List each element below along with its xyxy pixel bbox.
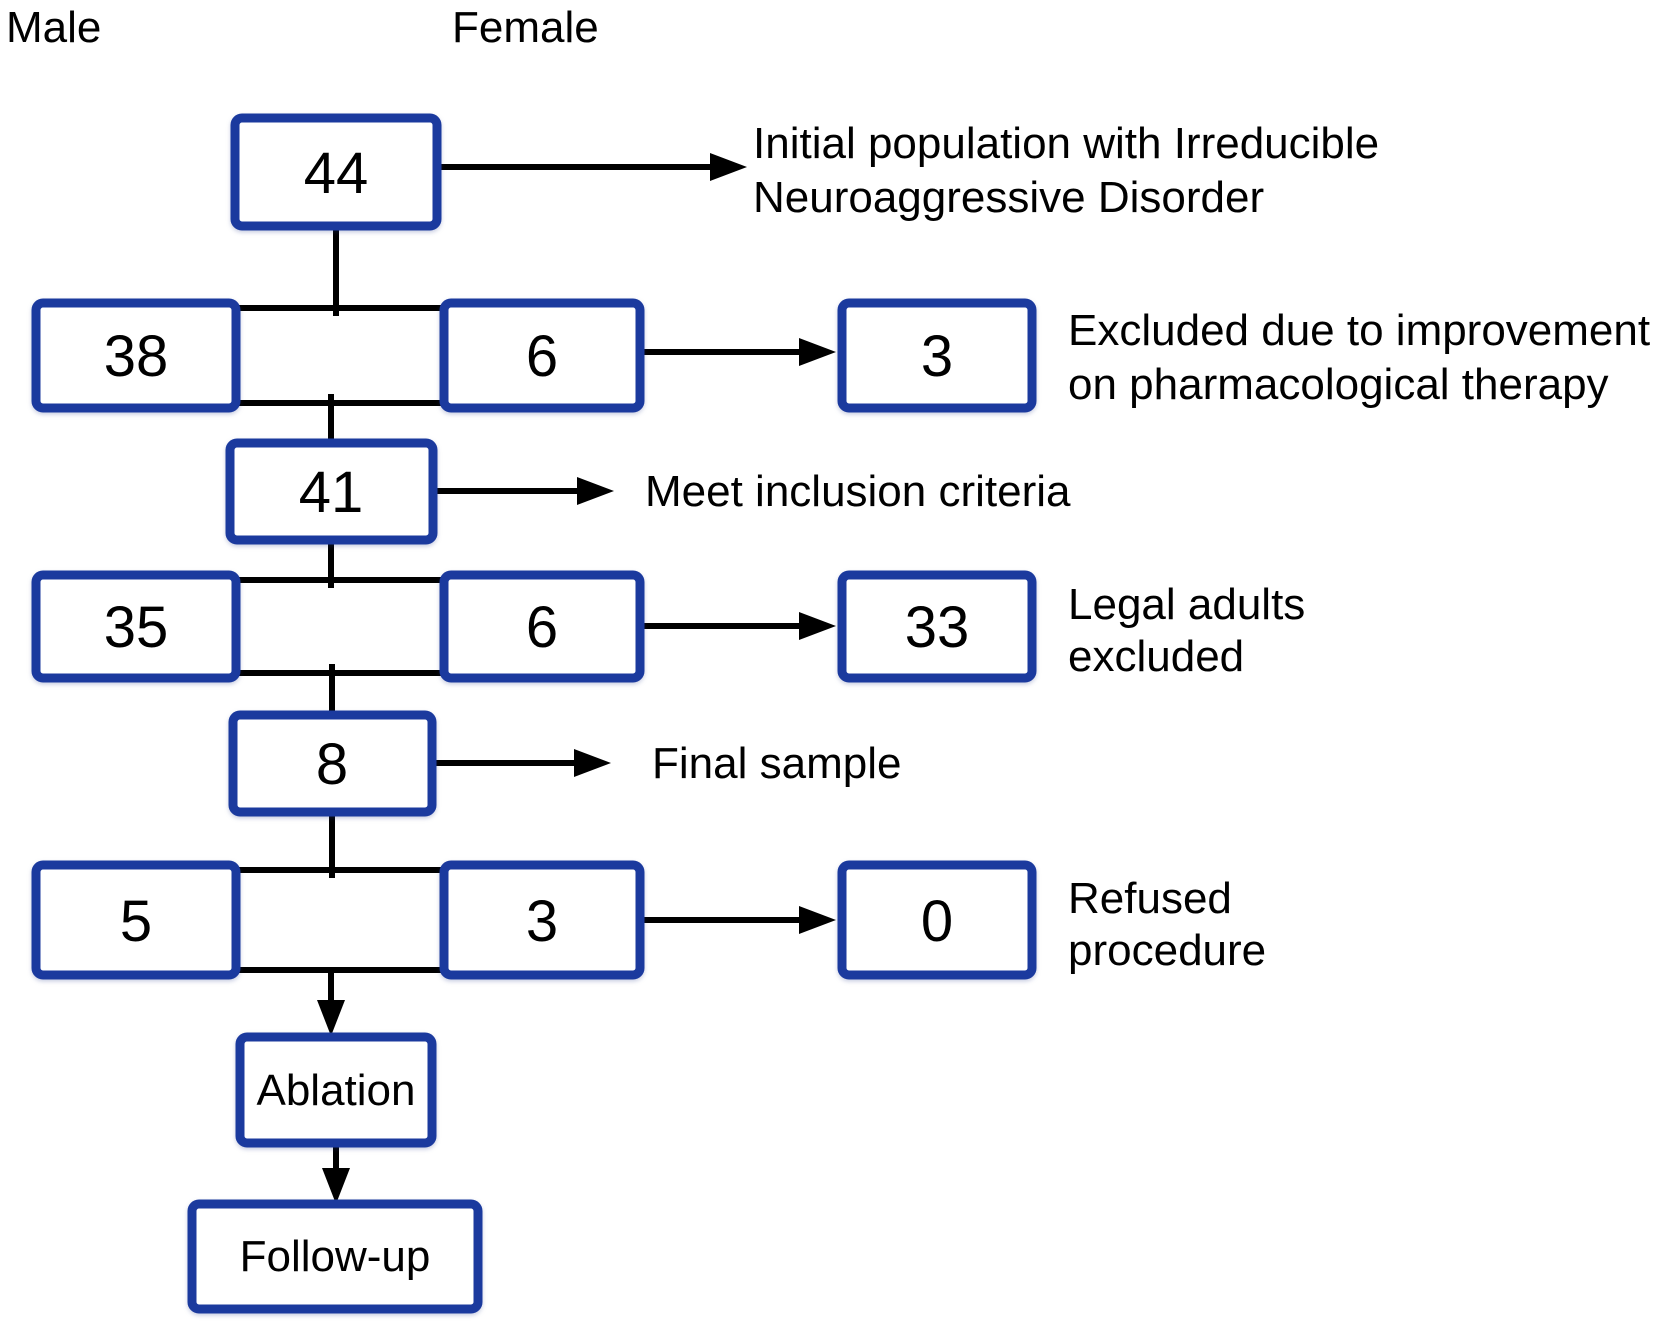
annotation-refused-procedure-line1: Refused <box>1068 874 1232 923</box>
annotation-refused-procedure: Refused procedure <box>1068 874 1266 975</box>
box-outline-follow-up <box>187 1199 483 1314</box>
flow-box-refused-count: 0 <box>837 860 1037 980</box>
annotation-final-sample-line1: Final sample <box>652 739 901 788</box>
box-outline-female-after-improvement <box>439 298 645 413</box>
flow-box-ablation: Ablation <box>235 1032 437 1148</box>
annotation-excluded-improvement: Excluded due to improvement on pharmacol… <box>1068 306 1650 409</box>
box-value-female-final: 3 <box>526 889 558 954</box>
box-outline-female-final <box>439 860 645 980</box>
box-value-female-legal-adults: 6 <box>526 595 558 660</box>
box-outline-male-legal-adults <box>31 570 241 683</box>
box-outline-meet-inclusion-total <box>225 438 438 545</box>
flow-box-initial-total: 44 <box>230 113 442 231</box>
arrowhead-excluded-improvement-icon <box>799 338 836 366</box>
box-value-final-sample-total: 8 <box>316 732 348 797</box>
arrowhead-to-followup-icon <box>322 1168 350 1204</box>
flow-box-excluded-improvement: 3 <box>837 298 1037 413</box>
box-value-meet-inclusion-total: 41 <box>299 460 364 525</box>
flow-box-follow-up: Follow-up <box>187 1199 483 1314</box>
box-outline-male-after-improvement <box>31 298 241 413</box>
arrowhead-initial-note-icon <box>710 153 747 181</box>
flow-box-legal-adults-excluded: 33 <box>837 570 1037 683</box>
annotation-legal-adults-line1: Legal adults <box>1068 580 1305 629</box>
annotation-initial-population: Initial population with Irreducible Neur… <box>753 119 1379 222</box>
column-header-female: Female <box>452 3 599 52</box>
flow-box-male-legal-adults: 35 <box>31 570 241 683</box>
annotation-initial-population-line2: Neuroaggressive Disorder <box>753 173 1264 222</box>
annotation-meet-inclusion: Meet inclusion criteria <box>645 467 1071 516</box>
flow-box-meet-inclusion-total: 41 <box>225 438 438 545</box>
flow-box-male-final: 5 <box>31 860 241 980</box>
box-value-refused-count: 0 <box>921 889 953 954</box>
box-value-ablation: Ablation <box>256 1066 415 1115</box>
box-value-follow-up: Follow-up <box>240 1232 431 1281</box>
flow-box-final-sample-total: 8 <box>228 710 437 817</box>
arrowhead-refused-icon <box>799 906 836 934</box>
annotation-final-sample: Final sample <box>652 739 901 788</box>
column-header-male: Male <box>6 3 101 52</box>
box-outline-legal-adults-excluded <box>837 570 1037 683</box>
box-outline-excluded-improvement <box>837 298 1037 413</box>
arrowhead-inclusion-note-icon <box>577 477 614 505</box>
box-outline-female-legal-adults <box>439 570 645 683</box>
annotation-legal-adults: Legal adults excluded <box>1068 580 1305 681</box>
arrowhead-to-ablation-icon <box>317 1000 345 1036</box>
box-outline-initial-total <box>230 113 442 231</box>
box-value-male-after-improvement: 38 <box>104 324 169 389</box>
annotation-legal-adults-line2: excluded <box>1068 632 1244 681</box>
box-outline-male-final <box>31 860 241 980</box>
annotation-excluded-improvement-line2: on pharmacological therapy <box>1068 360 1609 409</box>
annotation-meet-inclusion-line1: Meet inclusion criteria <box>645 467 1071 516</box>
box-outline-ablation <box>235 1032 437 1148</box>
box-value-initial-total: 44 <box>304 141 369 206</box>
box-value-excluded-improvement: 3 <box>921 324 953 389</box>
flow-box-female-legal-adults: 6 <box>439 570 645 683</box>
flow-box-female-after-improvement: 6 <box>439 298 645 413</box>
box-value-legal-adults-excluded: 33 <box>905 595 970 660</box>
box-outline-refused-count <box>837 860 1037 980</box>
arrowhead-legal-adults-icon <box>799 612 836 640</box>
box-value-male-final: 5 <box>120 889 152 954</box>
box-outline-final-sample-total <box>228 710 437 817</box>
box-value-male-legal-adults: 35 <box>104 595 169 660</box>
flow-box-male-after-improvement: 38 <box>31 298 241 413</box>
annotation-refused-procedure-line2: procedure <box>1068 926 1266 975</box>
flow-box-female-final: 3 <box>439 860 645 980</box>
arrowhead-final-sample-note-icon <box>574 749 611 777</box>
annotation-initial-population-line1: Initial population with Irreducible <box>753 119 1379 168</box>
annotation-excluded-improvement-line1: Excluded due to improvement <box>1068 306 1650 355</box>
box-value-female-after-improvement: 6 <box>526 324 558 389</box>
